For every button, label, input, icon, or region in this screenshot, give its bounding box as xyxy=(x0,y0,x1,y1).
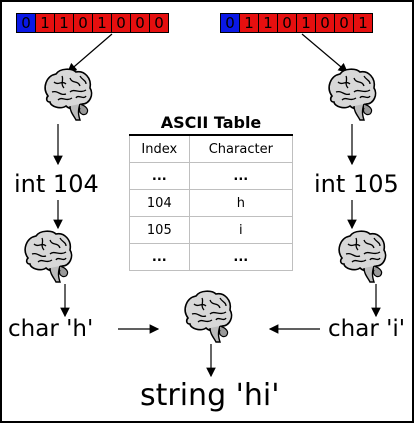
character-cell: h xyxy=(188,189,294,217)
index-cell: 104 xyxy=(129,189,190,217)
int-right-label: int 105 xyxy=(314,170,399,198)
character-cell: ... xyxy=(188,243,294,271)
bit-cell: 1 xyxy=(239,13,259,33)
brain-icon xyxy=(328,68,377,121)
sign-bit: 0 xyxy=(220,13,240,33)
result-label: string 'hi' xyxy=(140,378,280,413)
index-cell: 105 xyxy=(129,216,190,244)
column-header-index: Index xyxy=(129,134,190,163)
bit-cell: 1 xyxy=(92,13,112,33)
bit-cell: 1 xyxy=(353,13,373,33)
char-left-label: char 'h' xyxy=(8,316,94,342)
arrow-bits-right-to-brain xyxy=(301,33,348,73)
brain-icon xyxy=(24,230,73,283)
index-cell: ... xyxy=(129,162,190,190)
column-header-character: Character xyxy=(188,134,294,163)
arrow-bits-left-to-brain xyxy=(67,33,113,73)
brain-icon xyxy=(338,230,387,283)
bit-cell: 0 xyxy=(73,13,93,33)
bit-cell: 1 xyxy=(35,13,55,33)
table-row: ...... xyxy=(129,243,294,271)
ascii-table-title: ASCII Table xyxy=(160,113,262,132)
sign-bit: 0 xyxy=(16,13,36,33)
character-cell: i xyxy=(188,216,294,244)
char-right-label: char 'i' xyxy=(328,316,406,342)
bit-cell: 0 xyxy=(149,13,169,33)
brain-icon xyxy=(44,68,93,121)
table-row: ...... xyxy=(129,162,294,190)
bit-cell: 1 xyxy=(296,13,316,33)
bit-cell: 1 xyxy=(54,13,74,33)
bit-cell: 0 xyxy=(334,13,354,33)
bit-cell: 0 xyxy=(277,13,297,33)
int-left-label: int 104 xyxy=(14,170,99,198)
bit-cell: 0 xyxy=(111,13,131,33)
bit-cell: 0 xyxy=(130,13,150,33)
brain-icon xyxy=(184,290,233,343)
bit-cell: 1 xyxy=(258,13,278,33)
character-cell: ... xyxy=(188,162,294,190)
index-cell: ... xyxy=(129,243,190,271)
bit-cell: 0 xyxy=(315,13,335,33)
